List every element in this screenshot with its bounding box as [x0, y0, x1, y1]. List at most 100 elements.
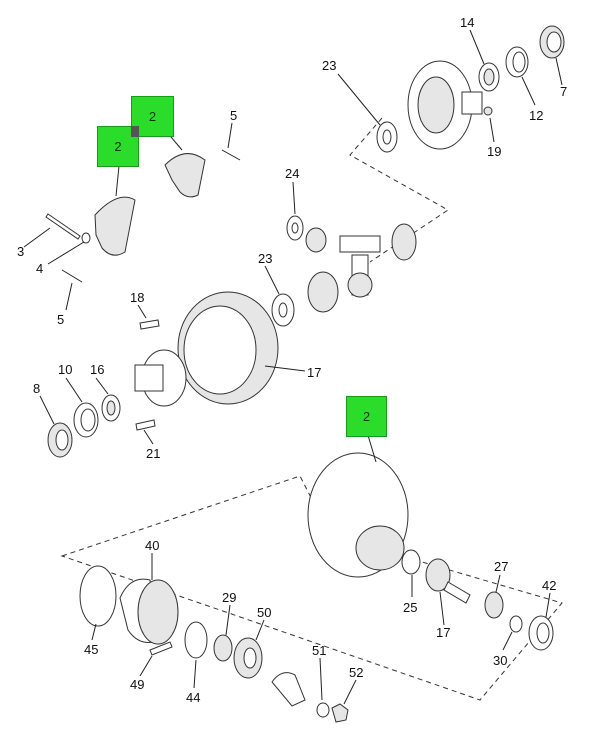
callout-2-upper[interactable]: 2: [131, 96, 174, 137]
label-40: 40: [145, 538, 159, 553]
label-17-pinion: 17: [436, 625, 450, 640]
label-24: 24: [285, 166, 299, 181]
leader-52: [343, 679, 357, 705]
leader-51: [319, 657, 323, 701]
leader-4: [47, 241, 85, 265]
label-17-ring-gear: 17: [307, 365, 321, 380]
label-42: 42: [542, 578, 556, 593]
thrust-washer-24[interactable]: [286, 215, 304, 241]
adjusting-ring-7[interactable]: [539, 25, 565, 59]
label-29: 29: [222, 590, 236, 605]
bearing-cone-29[interactable]: [213, 634, 233, 662]
bearing-cap-upper[interactable]: [164, 153, 206, 198]
carrier-housing[interactable]: [307, 452, 409, 578]
label-16: 16: [90, 362, 104, 377]
assembly-outline-lower: [60, 475, 563, 701]
bearing-cone-27[interactable]: [484, 591, 504, 619]
leader-5a: [227, 122, 233, 149]
leader-29: [225, 604, 231, 636]
cotter-pin-5-upper[interactable]: [221, 149, 241, 161]
leader-42: [545, 592, 551, 618]
screw-19[interactable]: [483, 106, 493, 116]
bearing-cup-10[interactable]: [73, 402, 99, 438]
leader-8: [39, 395, 55, 425]
callout-2-housing[interactable]: 2: [346, 396, 387, 437]
callout-overlap-marker: [131, 126, 139, 137]
leader-callout-3: [366, 431, 377, 463]
leader-24: [292, 181, 296, 215]
callout-2-housing-label: 2: [362, 409, 371, 424]
leader-3: [23, 227, 51, 248]
label-18: 18: [130, 290, 144, 305]
leader-17a: [264, 365, 306, 372]
label-8: 8: [33, 381, 40, 396]
label-30: 30: [493, 653, 507, 668]
cotter-pin-5-lower[interactable]: [61, 269, 83, 283]
bolt-18[interactable]: [139, 319, 160, 330]
thrust-washer-23-lower[interactable]: [271, 293, 295, 327]
differential-case[interactable]: [407, 60, 483, 150]
label-10: 10: [58, 362, 72, 377]
leader-44: [193, 659, 197, 689]
washer-51[interactable]: [316, 702, 330, 718]
leader-12: [521, 76, 536, 106]
oil-seal-50[interactable]: [233, 637, 263, 679]
leader-27: [495, 574, 501, 593]
nut-52[interactable]: [331, 703, 349, 723]
shim-45[interactable]: [79, 565, 117, 627]
ring-gear-17[interactable]: [177, 291, 279, 405]
label-7: 7: [560, 84, 567, 99]
washer-4[interactable]: [81, 232, 91, 244]
leader-30: [502, 631, 513, 651]
label-14: 14: [460, 15, 474, 30]
callout-2-left[interactable]: 2: [97, 126, 139, 167]
label-45: 45: [84, 642, 98, 657]
label-5-upper: 5: [230, 108, 237, 123]
label-23-upper: 23: [322, 58, 336, 73]
differential-gear-set[interactable]: [305, 223, 417, 313]
label-23-lower: 23: [258, 251, 272, 266]
bolt-3[interactable]: [45, 213, 81, 240]
label-19: 19: [487, 144, 501, 159]
bolt-49[interactable]: [149, 641, 173, 656]
leader-17b: [439, 591, 445, 626]
bolt-21[interactable]: [135, 419, 156, 431]
leader-18: [137, 304, 147, 319]
bearing-cup-12[interactable]: [505, 46, 529, 78]
label-51: 51: [312, 643, 326, 658]
leader-49: [139, 655, 153, 677]
bearing-cone-16[interactable]: [101, 394, 121, 422]
spacer-30[interactable]: [509, 615, 523, 633]
yoke-flange[interactable]: [271, 672, 306, 707]
leader-21: [143, 429, 154, 445]
label-5-lower: 5: [57, 312, 64, 327]
leader-45: [91, 623, 97, 641]
leader-14: [469, 29, 485, 65]
label-50: 50: [257, 605, 271, 620]
flange-half-case[interactable]: [134, 349, 187, 407]
label-44: 44: [186, 690, 200, 705]
leader-23b: [264, 265, 280, 295]
label-25: 25: [403, 600, 417, 615]
leader-16: [95, 377, 109, 395]
callout-2-left-label: 2: [114, 139, 122, 154]
leader-50: [255, 619, 265, 641]
leader-7: [555, 57, 563, 86]
label-52: 52: [349, 665, 363, 680]
pinion-cage-40[interactable]: [119, 578, 179, 645]
bearing-cone-14[interactable]: [478, 62, 500, 92]
label-49: 49: [130, 677, 144, 692]
label-12: 12: [529, 108, 543, 123]
bearing-cup-25[interactable]: [401, 549, 421, 575]
leader-callout-1: [115, 165, 120, 197]
drive-pinion-17[interactable]: [425, 558, 471, 604]
label-27: 27: [494, 559, 508, 574]
leader-19: [489, 117, 495, 143]
adjusting-ring-8[interactable]: [47, 422, 73, 458]
leader-10: [65, 377, 83, 403]
bearing-cap-lower[interactable]: [94, 196, 136, 256]
label-21: 21: [146, 446, 160, 461]
bearing-cup-44[interactable]: [184, 621, 208, 659]
bearing-cup-42[interactable]: [528, 615, 554, 651]
thrust-washer-23-upper[interactable]: [376, 121, 398, 153]
